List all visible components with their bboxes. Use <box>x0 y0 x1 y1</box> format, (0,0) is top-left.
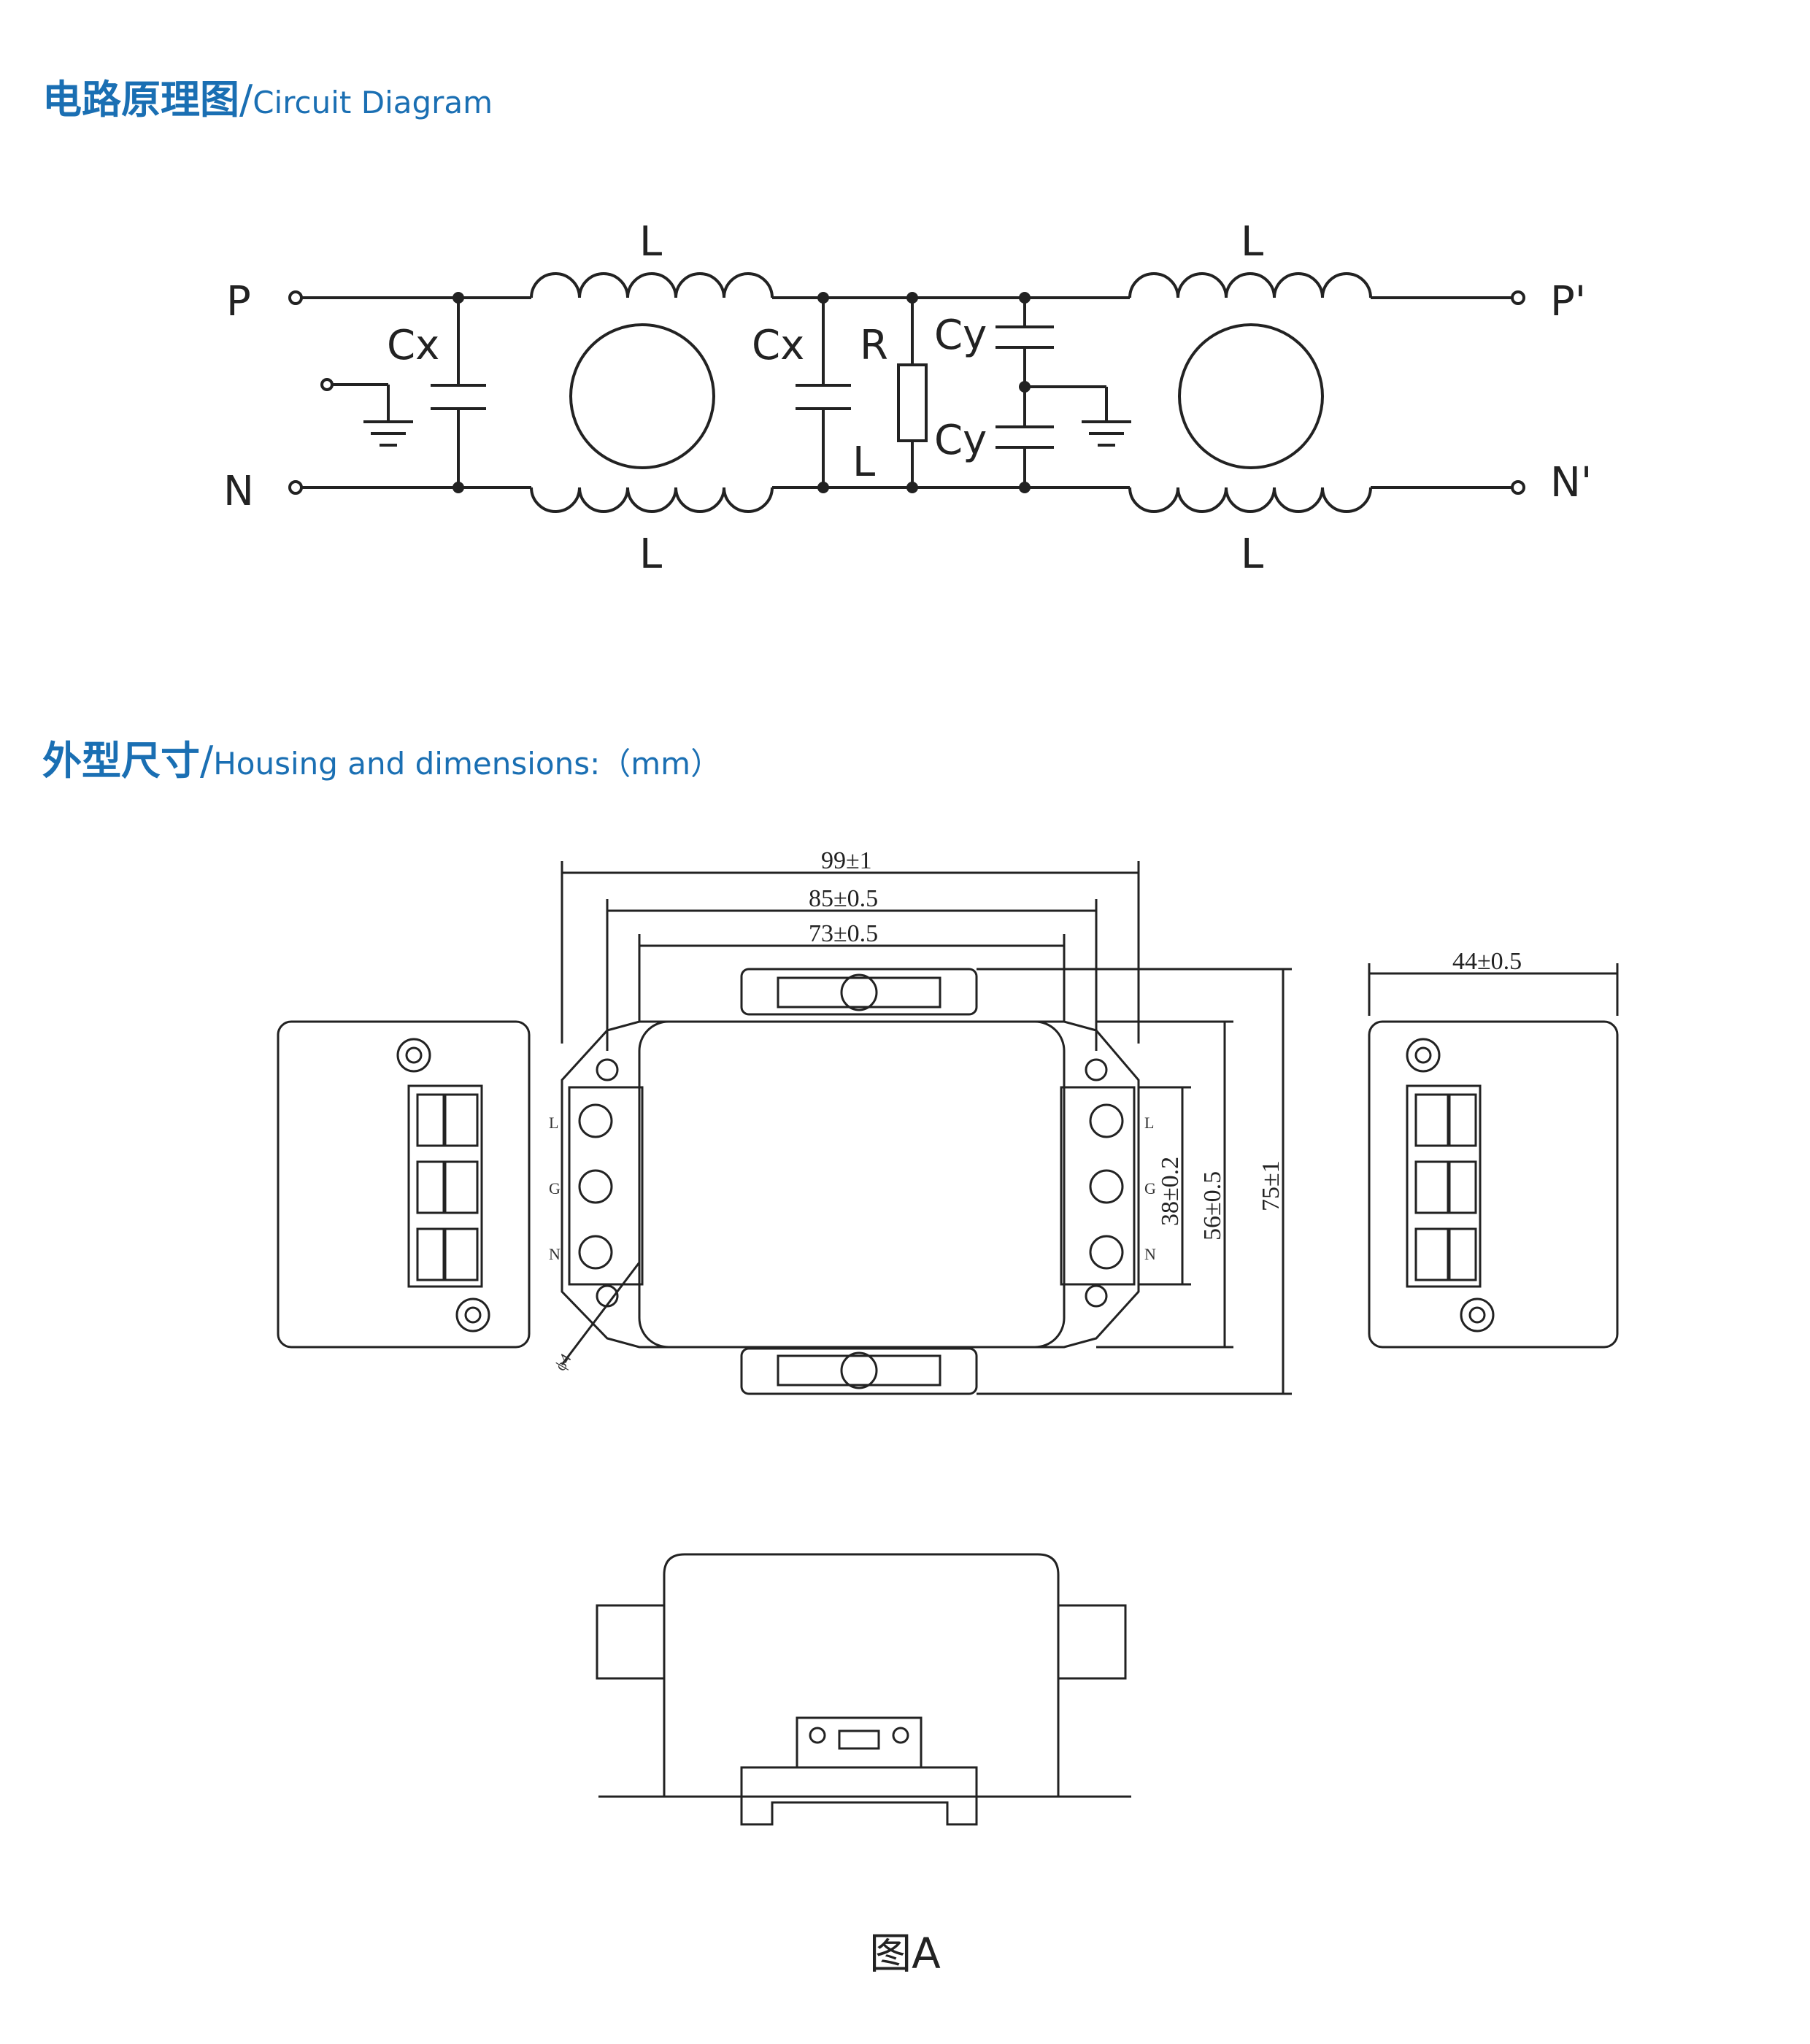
label-r: R <box>860 322 888 369</box>
label-inductor-bottom-1: L <box>639 531 662 578</box>
figure-caption: 图A <box>869 1929 941 1978</box>
capacitor-cx-1 <box>431 298 486 487</box>
housing-drawing: 99±1 85±0.5 73±0.5 44±0.5 38±0.2 56±0.5 … <box>277 847 1619 1826</box>
dim-body-width: 73±0.5 <box>809 920 878 947</box>
inductor-top-2 <box>1128 272 1372 298</box>
dim-overall-width: 99±1 <box>821 847 872 874</box>
resistor-r <box>897 298 928 487</box>
capacitor-cx-2 <box>796 298 851 487</box>
inductor-bottom-2 <box>1128 487 1372 513</box>
terminal-label-l-left: L <box>549 1114 558 1132</box>
terminal-label-g-right: G <box>1144 1179 1156 1198</box>
terminal-label-n-right: N <box>1144 1245 1156 1263</box>
circuit-heading-en: Circuit Diagram <box>253 85 493 120</box>
left-side-view <box>277 1020 531 1349</box>
dim-body-height: 56±0.5 <box>1199 1171 1226 1241</box>
label-inductor-top-2: L <box>1241 218 1263 266</box>
inductor-bottom-1 <box>530 487 774 513</box>
dim-terminal-spacing: 38±0.2 <box>1157 1157 1184 1226</box>
circuit-heading-zh: 电路原理图 <box>42 77 239 123</box>
inductor-top-1 <box>530 272 774 298</box>
circuit-diagram: P N P' N' L L L L Cx Cx R L Cy Cy <box>223 218 1592 578</box>
label-mid-l: L <box>852 439 875 486</box>
housing-heading-en: Housing and dimensions:（mm） <box>213 746 722 782</box>
label-n-out: N' <box>1550 459 1592 506</box>
label-cx-2: Cx <box>752 322 804 369</box>
terminal-label-l-right: L <box>1144 1114 1154 1132</box>
label-cy-1: Cy <box>934 312 987 359</box>
ground-left <box>320 378 413 447</box>
label-n-in: N <box>223 468 254 515</box>
right-side-view <box>1368 963 1619 1349</box>
dimension-lines-right <box>977 968 1292 1395</box>
heading-separator: / <box>200 738 214 784</box>
label-p-in: P <box>226 278 251 325</box>
dim-hole-spacing: 85±0.5 <box>809 885 878 912</box>
circuit-diagram-heading: 电路原理图/Circuit Diagram <box>42 67 493 125</box>
terminal-label-n-left: N <box>549 1245 561 1263</box>
housing-heading-zh: 外型尺寸 <box>42 738 200 784</box>
heading-separator: / <box>239 77 253 123</box>
choke-core-2 <box>1178 323 1324 469</box>
dimension-lines-top <box>561 861 1140 1051</box>
front-view <box>561 968 1140 1395</box>
label-p-out: P' <box>1550 278 1586 325</box>
dim-overall-height: 75±1 <box>1258 1160 1285 1211</box>
bottom-view <box>596 1553 1131 1826</box>
choke-core-1 <box>569 323 715 469</box>
housing-heading: 外型尺寸/Housing and dimensions:（mm） <box>42 728 721 786</box>
dim-depth: 44±0.5 <box>1452 948 1522 975</box>
terminal-label-g-left: G <box>549 1179 561 1198</box>
label-cx-1: Cx <box>387 322 439 369</box>
label-cy-2: Cy <box>934 417 987 464</box>
label-inductor-bottom-2: L <box>1241 531 1263 578</box>
label-inductor-top-1: L <box>639 218 662 266</box>
